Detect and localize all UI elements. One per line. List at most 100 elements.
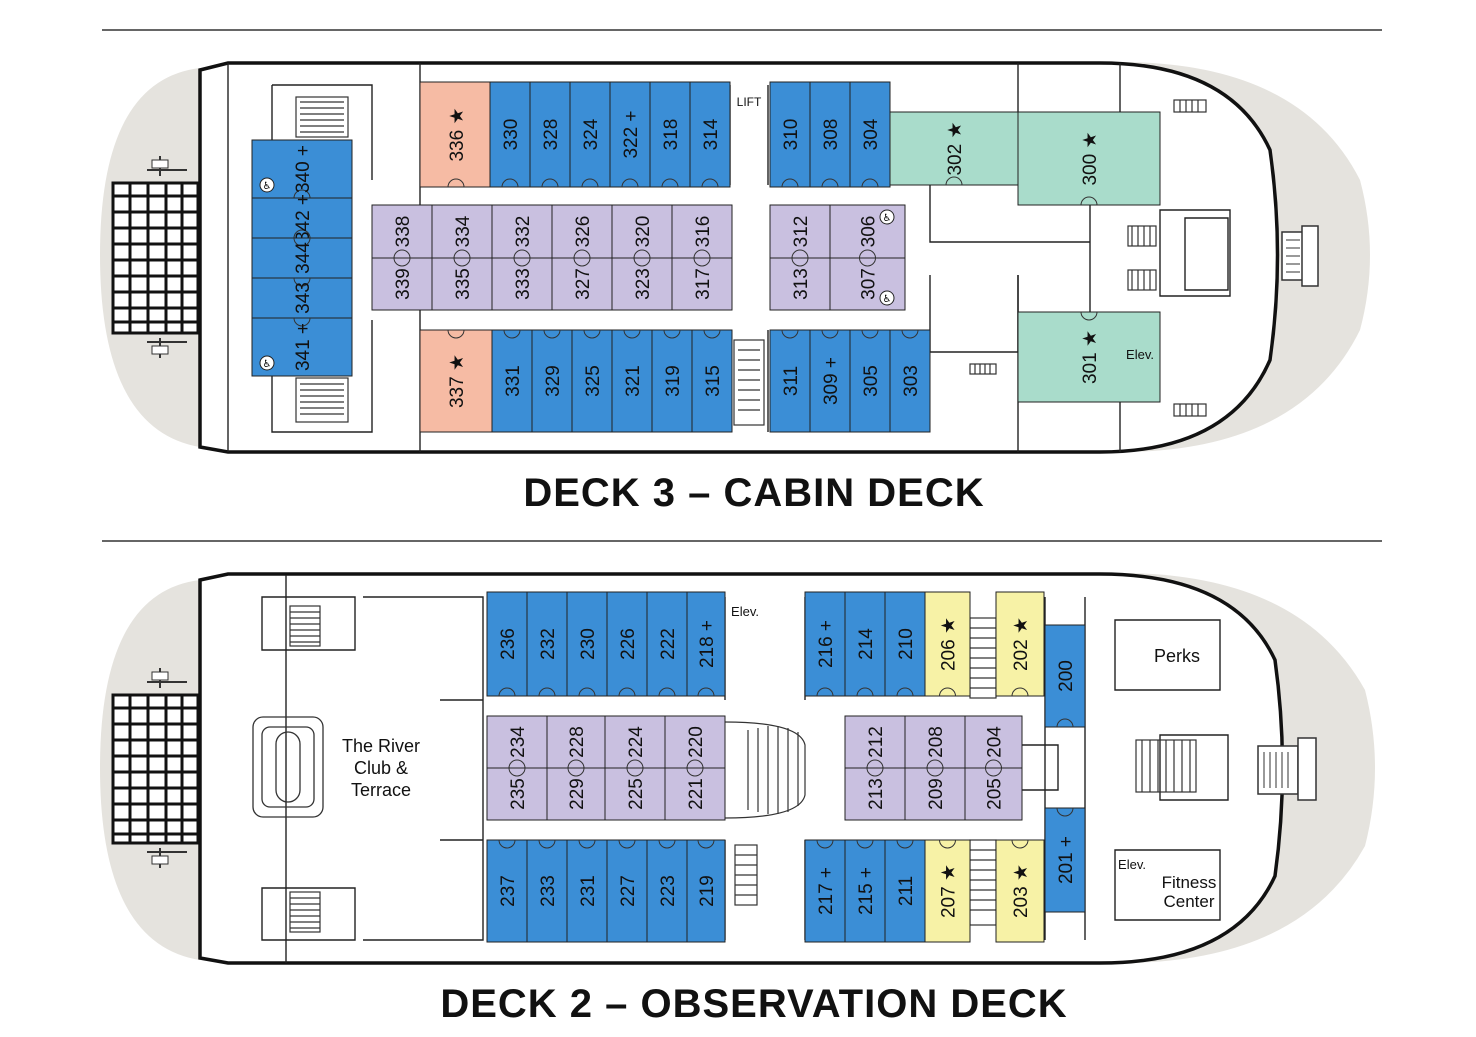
- cabin-311[interactable]: 311: [769, 329, 811, 433]
- cabin-211[interactable]: 211: [884, 839, 926, 943]
- cabin-number: 329: [543, 365, 564, 397]
- cabin-312[interactable]: 312: [769, 204, 831, 259]
- cabin-fill: [611, 257, 673, 311]
- door-arc: [1056, 807, 1074, 817]
- cabin-232[interactable]: 232: [526, 591, 568, 697]
- cabin-342[interactable]: 342 +: [251, 194, 353, 242]
- cabin-number: 335: [453, 268, 474, 300]
- svg-text:♿: ♿: [883, 213, 892, 224]
- cabin-334[interactable]: 334: [431, 204, 493, 259]
- cabin-341[interactable]: 341 +♿: [251, 317, 353, 377]
- cabin-216[interactable]: 216 +: [804, 591, 846, 697]
- cabin-337[interactable]: 337 ★: [419, 329, 493, 433]
- door-arc: [686, 767, 704, 777]
- cabin-301[interactable]: 301 ★: [1017, 311, 1161, 403]
- cabin-213[interactable]: 213: [844, 767, 906, 821]
- cabin-317[interactable]: 317: [671, 257, 733, 311]
- cabin-308[interactable]: 308: [809, 81, 851, 188]
- cabin-217[interactable]: 217 +: [804, 839, 846, 943]
- cabin-338[interactable]: 338: [371, 204, 433, 259]
- cabin-322[interactable]: 322 +: [609, 81, 651, 188]
- cabin-226[interactable]: 226: [606, 591, 648, 697]
- cabin-303[interactable]: 303: [889, 329, 931, 433]
- cabin-fill: [371, 204, 433, 259]
- cabin-313[interactable]: 313: [769, 257, 831, 311]
- cabin-315[interactable]: 315: [691, 329, 733, 433]
- cabin-220[interactable]: 220: [664, 715, 726, 769]
- cabin-327[interactable]: 327: [551, 257, 613, 311]
- cabin-208[interactable]: 208: [904, 715, 966, 769]
- cabin-223[interactable]: 223: [646, 839, 688, 943]
- cabin-326[interactable]: 326: [551, 204, 613, 259]
- cabin-222[interactable]: 222: [646, 591, 688, 697]
- cabin-304[interactable]: 304: [849, 81, 891, 188]
- cabin-219[interactable]: 219: [686, 839, 726, 943]
- cabin-202[interactable]: 202 ★: [995, 591, 1045, 697]
- cabin-314[interactable]: 314: [689, 81, 731, 188]
- cabin-224[interactable]: 224: [604, 715, 666, 769]
- door-arc: [816, 839, 834, 849]
- cabin-328[interactable]: 328: [529, 81, 571, 188]
- cabin-331[interactable]: 331: [491, 329, 533, 433]
- cabin-316[interactable]: 316: [671, 204, 733, 259]
- cabin-214[interactable]: 214: [844, 591, 886, 697]
- cabin-329[interactable]: 329: [531, 329, 573, 433]
- cabin-344[interactable]: 344: [251, 237, 353, 279]
- cabin-309[interactable]: 309 +: [809, 329, 851, 433]
- cabin-237[interactable]: 237: [486, 839, 528, 943]
- cabin-319[interactable]: 319: [651, 329, 693, 433]
- cabin-321[interactable]: 321: [611, 329, 653, 433]
- cabin-230[interactable]: 230: [566, 591, 608, 697]
- cabin-235[interactable]: 235: [486, 767, 548, 821]
- cabin-203[interactable]: 203 ★: [995, 839, 1045, 943]
- cabin-324[interactable]: 324: [569, 81, 611, 188]
- cabin-306[interactable]: 306♿: [829, 204, 906, 259]
- cabin-205[interactable]: 205: [964, 767, 1023, 821]
- cabin-fill: [995, 839, 1045, 943]
- cabin-323[interactable]: 323: [611, 257, 673, 311]
- cabin-229[interactable]: 229: [546, 767, 606, 821]
- cabin-233[interactable]: 233: [526, 839, 568, 943]
- cabin-215[interactable]: 215 +: [844, 839, 886, 943]
- cabin-212[interactable]: 212: [844, 715, 906, 769]
- cabin-310[interactable]: 310: [769, 81, 811, 188]
- cabin-343[interactable]: 343: [251, 277, 353, 319]
- cabin-209[interactable]: 209: [904, 767, 966, 821]
- cabin-number: 203 ★: [1011, 864, 1032, 918]
- cabin-320[interactable]: 320: [611, 204, 673, 259]
- cabin-225[interactable]: 225: [604, 767, 666, 821]
- deck-2-elev-label-bottom: Elev.: [1118, 857, 1146, 872]
- cabin-221[interactable]: 221: [664, 767, 726, 821]
- cabin-330[interactable]: 330: [489, 81, 531, 188]
- cabin-228[interactable]: 228: [546, 715, 606, 769]
- cabin-210[interactable]: 210: [884, 591, 926, 697]
- door-arc: [816, 687, 834, 697]
- cabin-201[interactable]: 201 +: [1044, 807, 1086, 913]
- door-arc: [293, 237, 311, 247]
- cabin-200[interactable]: 200: [1044, 624, 1086, 728]
- cabin-236[interactable]: 236: [486, 591, 528, 697]
- cabin-300[interactable]: 300 ★: [1017, 111, 1161, 206]
- cabin-234[interactable]: 234: [486, 715, 548, 769]
- cabin-227[interactable]: 227: [606, 839, 648, 943]
- cabin-307[interactable]: 307♿: [829, 257, 906, 311]
- cabin-207[interactable]: 207 ★: [924, 839, 971, 943]
- cabin-number: 231: [578, 875, 599, 907]
- cabin-231[interactable]: 231: [566, 839, 608, 943]
- cabin-305[interactable]: 305: [849, 329, 891, 433]
- cabin-339[interactable]: 339: [371, 257, 433, 311]
- cabin-206[interactable]: 206 ★: [924, 591, 971, 697]
- cabin-number: 214: [856, 628, 877, 660]
- cabin-302[interactable]: 302 ★: [889, 111, 1019, 186]
- cabin-325[interactable]: 325: [571, 329, 613, 433]
- cabin-204[interactable]: 204: [964, 715, 1023, 769]
- cabin-336[interactable]: 336 ★: [419, 81, 493, 188]
- cabin-218[interactable]: 218 +: [686, 591, 726, 697]
- cabin-318[interactable]: 318: [649, 81, 691, 188]
- cabin-333[interactable]: 333: [491, 257, 553, 311]
- door-arc: [513, 257, 531, 267]
- cabin-332[interactable]: 332: [491, 204, 553, 259]
- cabin-340[interactable]: 340 +♿: [251, 139, 353, 199]
- cabin-number: 300 ★: [1080, 131, 1101, 185]
- cabin-335[interactable]: 335: [431, 257, 493, 311]
